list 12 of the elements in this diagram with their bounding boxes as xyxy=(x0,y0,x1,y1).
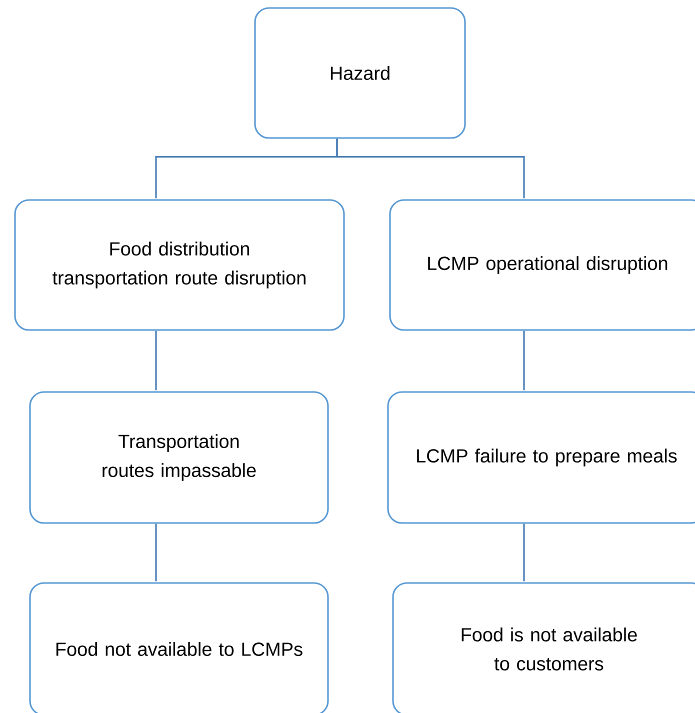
process-box: Food is not available to customers xyxy=(392,582,695,713)
connector-line xyxy=(155,330,157,390)
process-box: Food distribution transportation route disruption xyxy=(14,199,345,331)
connector-line xyxy=(523,330,525,390)
connector-line xyxy=(523,524,525,582)
connector-line xyxy=(336,138,525,198)
connector-line xyxy=(155,524,157,582)
process-box: LCMP failure to prepare meals xyxy=(387,391,695,524)
process-box: LCMP operational disruption xyxy=(389,199,695,331)
process-box: Food not available to LCMPs xyxy=(29,582,329,713)
process-box: Transportation routes impassable xyxy=(29,391,329,524)
process-box: Hazard xyxy=(254,7,466,139)
